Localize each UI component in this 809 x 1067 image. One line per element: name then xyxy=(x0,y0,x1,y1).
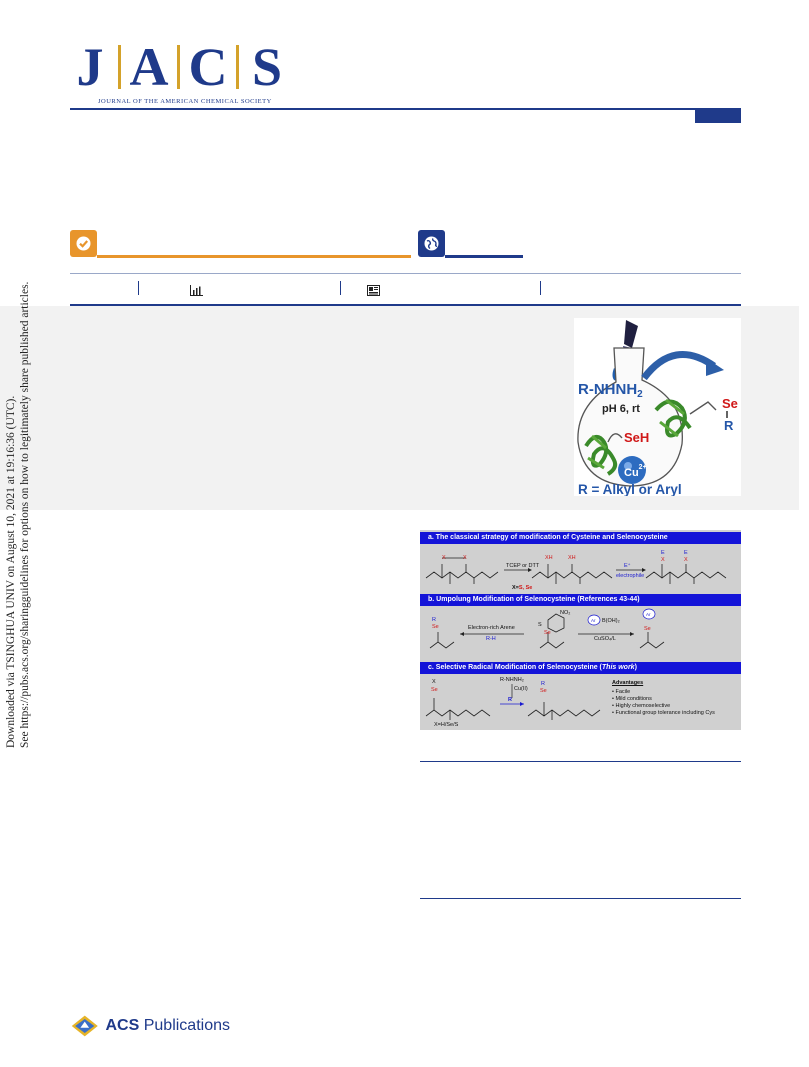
scheme-c-advantages-title: Advantages xyxy=(612,680,644,686)
toc-cu: Cu2+ xyxy=(624,464,647,479)
metric-divider xyxy=(138,281,139,295)
figure-scheme: a. The classical strategy of modificatio… xyxy=(420,530,741,730)
scheme-panel-c-structures xyxy=(425,684,601,720)
scheme-c-advantage: • Facile xyxy=(612,689,631,695)
bar-chart-icon[interactable] xyxy=(190,283,203,296)
scheme-c-advantage: • Mild conditions xyxy=(612,696,652,702)
scheme-c-r-prod: R xyxy=(541,681,545,687)
scheme-c-se-prod: Se xyxy=(540,688,547,694)
open-access-underline xyxy=(97,255,411,258)
scheme-a-xlabel: X=S, Se xyxy=(512,585,533,591)
scheme-c-se: Se xyxy=(431,687,438,693)
scheme-c-advantage: • Highly chemoselective xyxy=(612,703,671,709)
acs-publications-text: ACS Publications xyxy=(105,1017,231,1034)
scheme-panel-c-title: c. Selective Radical Modification of Sel… xyxy=(420,662,741,674)
toc-graphic: R-NHNH2 pH 6, rt SeH Cu2+ Se R R = Alkyl… xyxy=(574,318,741,497)
scheme-b-ar-right: Ar xyxy=(646,612,651,617)
journal-subtitle: JOURNAL OF THE AMERICAN CHEMICAL SOCIETY xyxy=(98,98,272,105)
scheme-b-arene-r: R-H xyxy=(486,636,496,642)
scheme-b-boronic: B(OH)₂ xyxy=(602,618,620,624)
scheme-b-ar: Ar xyxy=(591,618,596,623)
scheme-a-e1: E xyxy=(661,550,665,556)
scheme-a-reagent: TCEP or DTT xyxy=(506,563,540,569)
acs-publications-logo[interactable]: ACS Publications xyxy=(70,1010,230,1042)
scheme-a-ex2: X xyxy=(684,557,688,563)
scheme-c-catalyst: Cu(II) xyxy=(514,686,528,692)
scheme-b-se-left: Se xyxy=(432,624,439,630)
toc-product-se: Se xyxy=(722,396,738,411)
scheme-b-se-mid: Se xyxy=(544,630,551,636)
acs-hexagon-icon xyxy=(71,1015,98,1037)
logo-letter-a: A xyxy=(129,37,169,97)
toc-caption: R = Alkyl or Aryl xyxy=(578,482,682,496)
scheme-a-x1: X xyxy=(442,555,446,561)
scheme-panel-a-title: a. The classical strategy of modificatio… xyxy=(420,532,741,544)
article-icon[interactable] xyxy=(367,283,380,296)
metric-divider xyxy=(340,281,341,295)
logo-divider xyxy=(236,45,239,89)
logo-letter-j: J xyxy=(76,37,104,97)
logo-letter-c: C xyxy=(188,37,228,97)
metric-divider xyxy=(540,281,541,295)
scheme-a-x2: X xyxy=(463,555,467,561)
metrics-rule-top xyxy=(70,273,741,274)
scheme-b-catalyst: CuSO₄/L xyxy=(594,636,616,642)
scheme-a-xh1: XH xyxy=(545,555,553,561)
article-type-tab xyxy=(695,110,741,123)
check-circle-icon[interactable] xyxy=(70,230,97,257)
scheme-panel-b-structures xyxy=(429,608,665,649)
toc-product-r: R xyxy=(724,418,734,433)
download-notice-line1: Downloaded via TSINGHUA UNIV on August 1… xyxy=(5,395,17,748)
logo-divider xyxy=(118,45,121,89)
scheme-panel-b-title: b. Umpolung Modification of Selenocystei… xyxy=(420,594,741,606)
logo-letter-s: S xyxy=(251,37,283,97)
download-notice: Downloaded via TSINGHUA UNIV on August 1… xyxy=(4,282,32,748)
scheme-c-advantage: • Functional group tolerance including C… xyxy=(612,710,715,716)
scheme-c-reagent: R-NHNH₂ xyxy=(500,677,524,683)
footnote-rule xyxy=(420,898,741,899)
scheme-b-s: S xyxy=(538,622,542,628)
scheme-c-r-arrow: R xyxy=(508,697,512,703)
scheme-a-e2: E xyxy=(684,550,688,556)
scheme-a-electrophile-label: electrophile xyxy=(616,573,645,579)
toc-reagent: R-NHNH2 xyxy=(578,381,643,400)
logo-divider xyxy=(177,45,180,89)
scheme-a-xh2: XH xyxy=(568,555,576,561)
journal-logo: J A C S JOURNAL OF THE AMERICAN CHEMICAL… xyxy=(70,40,290,106)
figure-rule xyxy=(420,761,741,762)
download-notice-line2: See https://pubs.acs.org/sharingguidelin… xyxy=(19,281,31,748)
scheme-c-x: X xyxy=(432,679,436,685)
toc-conditions: pH 6, rt xyxy=(602,403,640,415)
scheme-b-no2: NO₂ xyxy=(560,610,571,616)
metrics-rule-bottom xyxy=(70,304,741,306)
scheme-panel-a-structures xyxy=(425,557,727,584)
globe-icon[interactable] xyxy=(418,230,445,257)
scheme-b-se-right: Se xyxy=(644,626,651,632)
header-rule xyxy=(70,108,741,110)
toc-seh: SeH xyxy=(624,430,649,445)
scheme-c-xvals: X=H/Se/S xyxy=(434,722,459,728)
license-underline xyxy=(445,255,523,258)
scheme-a-electrophile: E⁺ xyxy=(624,563,631,569)
scheme-a-ex1: X xyxy=(661,557,665,563)
scheme-b-arene: Electron-rich Arene xyxy=(468,625,515,631)
scheme-b-r: R xyxy=(432,617,436,623)
